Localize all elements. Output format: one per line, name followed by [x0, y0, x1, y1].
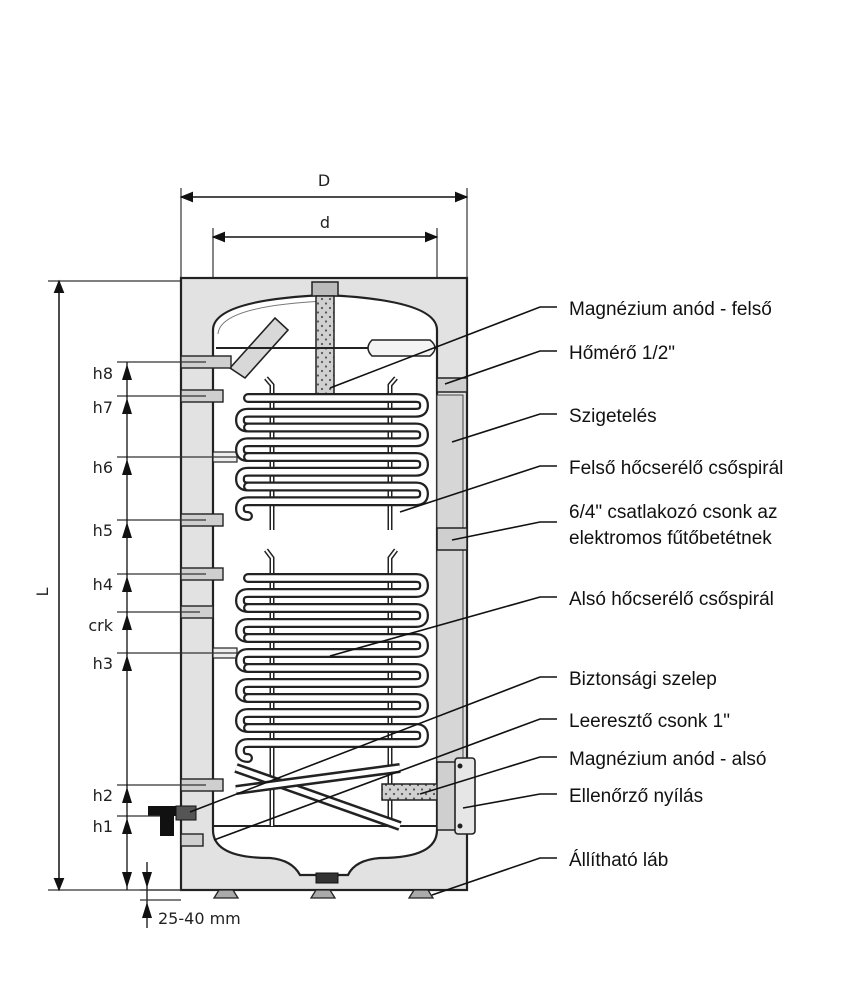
foot-range-label: 25-40 mm: [158, 909, 241, 928]
heater-socket: [436, 527, 468, 551]
inspection-opening: [436, 757, 476, 835]
height-label-crk: crk: [88, 616, 113, 635]
lower-coil-turn-fill: [237, 605, 427, 641]
adjustable-feet: [212, 889, 435, 899]
upper-heat-exchanger-coil: [234, 376, 430, 530]
lower-coil-turn-fill: [237, 695, 427, 731]
lower-coil-turn-fill: [237, 635, 427, 671]
label-thermometer: Hőmérő 1/2": [569, 343, 675, 364]
thermometer-sleeve: [216, 339, 468, 393]
height-markers: h8 h7 h6 h5 h4 crk h3 h2 h1: [88, 361, 238, 890]
dimension-d-label: d: [320, 213, 330, 232]
height-label-h6: h6: [93, 458, 113, 477]
label-upper-coil: Felső hőcserélő csőspirál: [569, 458, 783, 479]
label-drain-nozzle: Leeresztő csonk 1": [569, 711, 730, 732]
label-safety-valve: Biztonsági szelep: [569, 669, 717, 690]
label-adjustable-foot: Állítható láb: [569, 850, 668, 871]
lower-coil-turn-fill: [237, 725, 427, 761]
upper-coil-turn-fill: [237, 454, 427, 490]
label-inspection-opening: Ellenőrző nyílás: [569, 786, 703, 807]
safety-valve: [148, 805, 197, 836]
height-label-h7: h7: [93, 398, 113, 417]
magnesium-anode-top: [311, 281, 339, 397]
height-label-h4: h4: [93, 575, 113, 594]
upper-coil-turn-fill: [237, 424, 427, 460]
lower-coil-turn-fill: [237, 575, 427, 611]
upper-coil-turn-fill: [237, 483, 427, 519]
label-insulation: Szigetelés: [569, 406, 657, 427]
height-label-h3: h3: [93, 654, 113, 673]
foot-range-dimension: 25-40 mm: [140, 862, 241, 928]
label-magnesium-anode-bottom: Magnézium anód - alsó: [569, 749, 767, 770]
height-label-h8: h8: [93, 364, 113, 383]
label-magnesium-anode-top: Magnézium anód - felső: [569, 299, 772, 320]
height-label-h5: h5: [93, 521, 113, 540]
label-lower-coil: Alsó hőcserélő csőspirál: [569, 589, 774, 610]
outer-diameter-dimension: D: [179, 171, 469, 278]
label-heater-socket-line2: elektromos fűtőbetétnek: [569, 528, 772, 549]
dimension-L-label: L: [33, 587, 52, 596]
dimension-D-label: D: [318, 171, 330, 190]
label-heater-socket-line1: 6/4" csatlakozó csonk az: [569, 502, 777, 523]
upper-coil-turn-fill: [237, 395, 427, 431]
lower-heat-exchanger-coil: [234, 548, 430, 831]
height-label-h1: h1: [93, 817, 113, 836]
leader-lines: [189, 306, 557, 896]
drain-nozzle: [315, 872, 339, 884]
lower-coil-turn-fill: [237, 665, 427, 701]
height-label-h2: h2: [93, 786, 113, 805]
component-labels: Magnézium anód - felső Hőmérő 1/2" Szige…: [569, 299, 783, 871]
